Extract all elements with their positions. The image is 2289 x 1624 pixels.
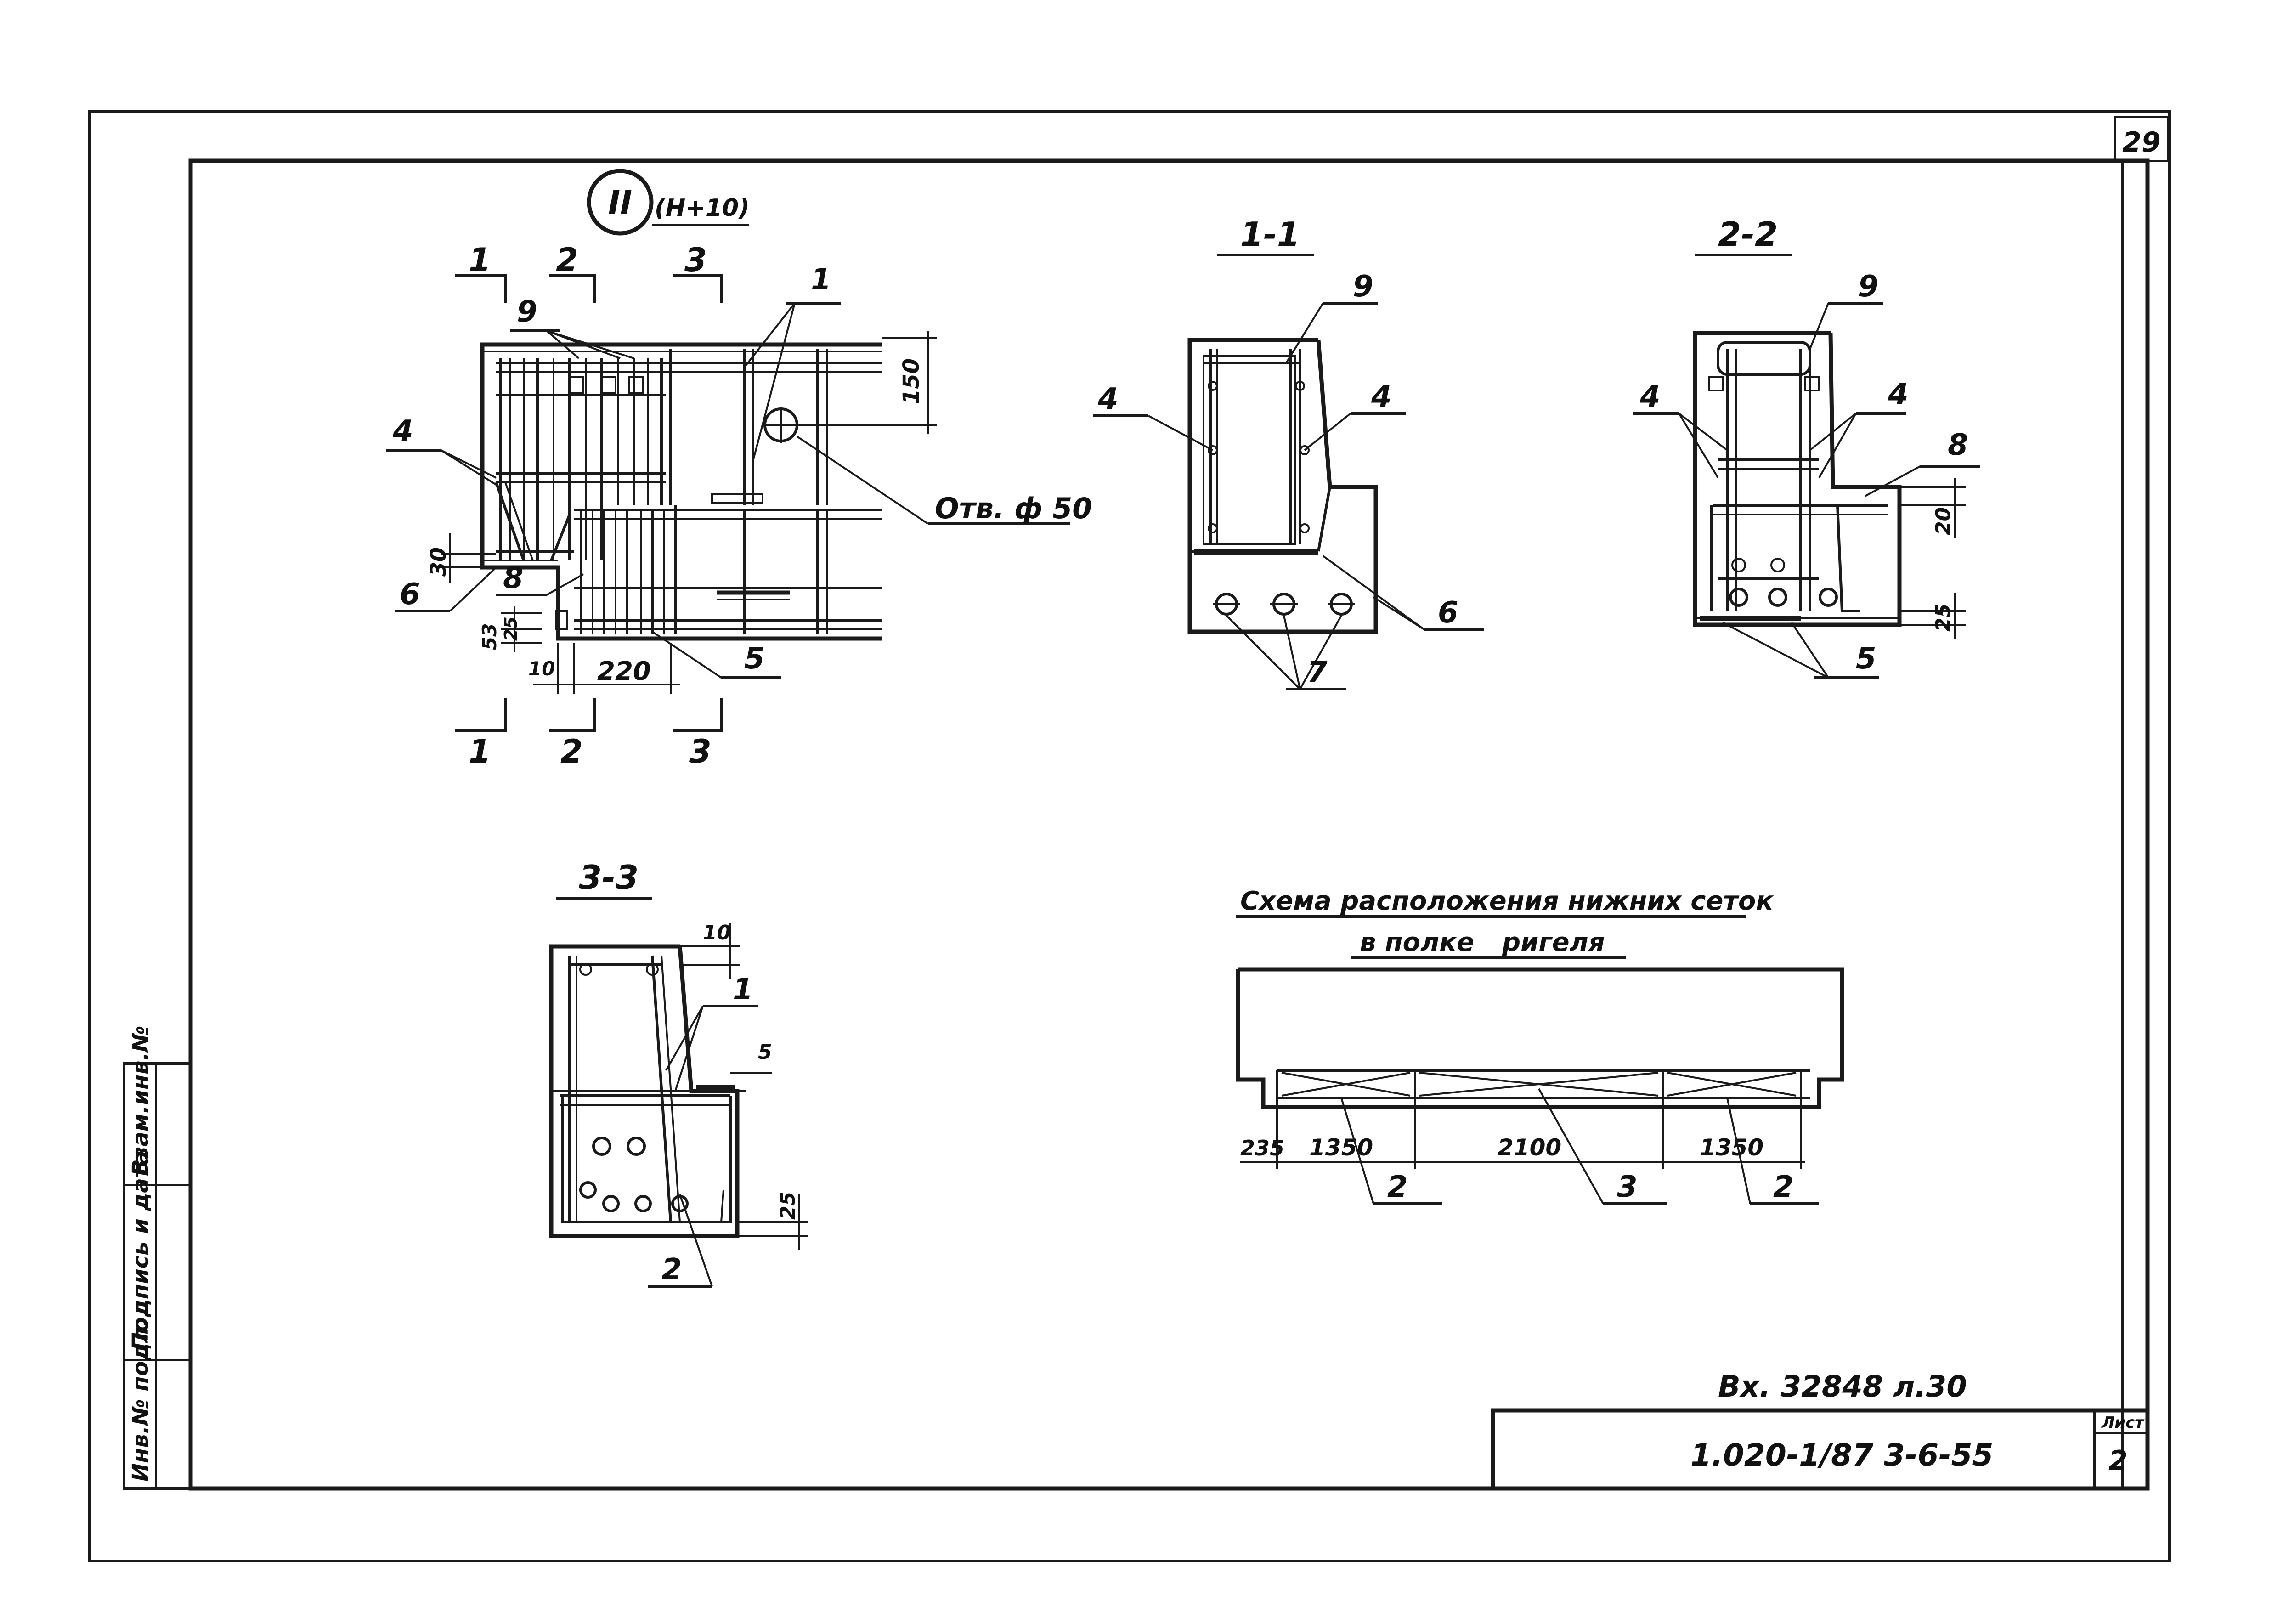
drawing-code: 1.020-1/87 3-6-55	[1690, 1437, 1993, 1473]
s11-callout-4b: 4	[1371, 380, 1392, 414]
s33-dim-5: 5	[758, 1041, 772, 1064]
hole-label: Отв. ф 50	[935, 492, 1092, 525]
sheet-number: 2	[2108, 1445, 2128, 1477]
s33-dim-25: 25	[776, 1192, 800, 1220]
page-number-box: 29	[2114, 116, 2169, 162]
dim-25-main: 25	[501, 617, 521, 641]
view-marker-numeral: II	[608, 184, 632, 221]
section-2-2-title: 2-2	[1718, 215, 1778, 254]
dim-220: 220	[597, 656, 651, 686]
cut-top-1: 1	[469, 241, 491, 279]
scheme-title-line2a: в полке	[1360, 928, 1474, 957]
s33-dim-10: 10	[703, 921, 731, 945]
page-number: 29	[2122, 126, 2161, 158]
main-callout-8: 8	[503, 561, 524, 595]
s33-callout-2: 2	[661, 1253, 682, 1287]
main-callout-6: 6	[400, 577, 420, 611]
scheme-callout-2b: 2	[1773, 1170, 1794, 1204]
s22-dim-20: 20	[1932, 507, 1955, 535]
s11-callout-9: 9	[1353, 270, 1373, 304]
view-marker-circle	[587, 169, 654, 236]
section-3-3: 3-3 1 2 10 5	[549, 858, 808, 1288]
scheme-title-line2b: ригеля	[1502, 928, 1605, 957]
stamp-replace-inv: Взам.инв.№	[128, 1026, 153, 1177]
inner-frame	[188, 158, 2150, 1491]
outer-frame	[88, 110, 2171, 1562]
main-callouts: 1 9 4 6 8 5	[386, 263, 841, 679]
dim-10: 10	[528, 657, 555, 680]
cut-bottom-2: 2	[560, 733, 583, 770]
section-1-1-bolts	[1213, 593, 1355, 616]
scheme-dim-2100: 2100	[1498, 1134, 1561, 1161]
mesh-layout-scheme: Схема расположения нижних сеток в полке …	[1236, 886, 1844, 1205]
sheet-label: Лист	[2101, 1414, 2145, 1432]
side-stamp: Взам.инв.№ Подпись и дата Инв.№ подл.	[123, 1026, 192, 1490]
s22-callout-4b: 4	[1888, 378, 1909, 412]
section-3-3-title: 3-3	[579, 858, 639, 897]
main-callout-4: 4	[392, 414, 413, 448]
dim-150: 150	[899, 358, 924, 404]
scheme-dim-1350a: 1350	[1309, 1134, 1373, 1161]
main-view: II (Н+10) 1 2 3 1 2 3	[386, 169, 1092, 770]
s22-callout-4a: 4	[1639, 380, 1661, 414]
scheme-dim-1350b: 1350	[1700, 1134, 1763, 1161]
s11-callout-7: 7	[1307, 656, 1328, 690]
main-rebar-cage	[495, 349, 882, 634]
dim-30: 30	[426, 547, 451, 577]
section-1-1: 1-1 9 4 4	[1093, 215, 1484, 690]
s22-callout-5: 5	[1856, 642, 1876, 676]
incoming-number: Вх. 32848 л.30	[1718, 1370, 1967, 1404]
title-block: Вх. 32848 л.30 1.020-1/87 3-6-55 Лист 2	[1491, 1370, 2150, 1491]
main-callout-9: 9	[517, 295, 537, 329]
s33-callout-1: 1	[733, 973, 753, 1007]
main-callout-1: 1	[811, 263, 831, 297]
s11-callout-6: 6	[1438, 596, 1458, 630]
section-2-2: 2-2 9 4 4 8	[1633, 215, 1980, 679]
section-cuts-top: 1 2 3	[455, 241, 723, 303]
s22-callout-9: 9	[1858, 270, 1879, 304]
stamp-signature-date: Подпись и дата	[128, 1150, 153, 1351]
main-beam-outline	[480, 342, 882, 641]
s11-callout-4a: 4	[1097, 382, 1119, 416]
scheme-callout-3: 3	[1617, 1170, 1638, 1204]
view-marker-note: (Н+10)	[655, 194, 750, 222]
section-1-1-title: 1-1	[1240, 215, 1300, 254]
scheme-dim-235: 235	[1240, 1136, 1284, 1160]
s22-dim-25: 25	[1932, 604, 1955, 632]
scheme-title-line1: Схема расположения нижних сеток	[1240, 886, 1774, 916]
main-callout-5: 5	[744, 642, 765, 676]
stamp-inv-original: Инв.№ подл.	[128, 1318, 153, 1482]
dim-53: 53	[478, 623, 501, 650]
cut-top-2: 2	[556, 241, 578, 279]
s22-callout-8: 8	[1948, 428, 1968, 462]
scheme-callout-2a: 2	[1387, 1170, 1408, 1204]
cut-bottom-1: 1	[469, 733, 491, 770]
section-cuts-bottom: 1 2 3	[455, 698, 723, 770]
cut-top-3: 3	[684, 241, 707, 279]
cut-bottom-3: 3	[689, 733, 712, 770]
